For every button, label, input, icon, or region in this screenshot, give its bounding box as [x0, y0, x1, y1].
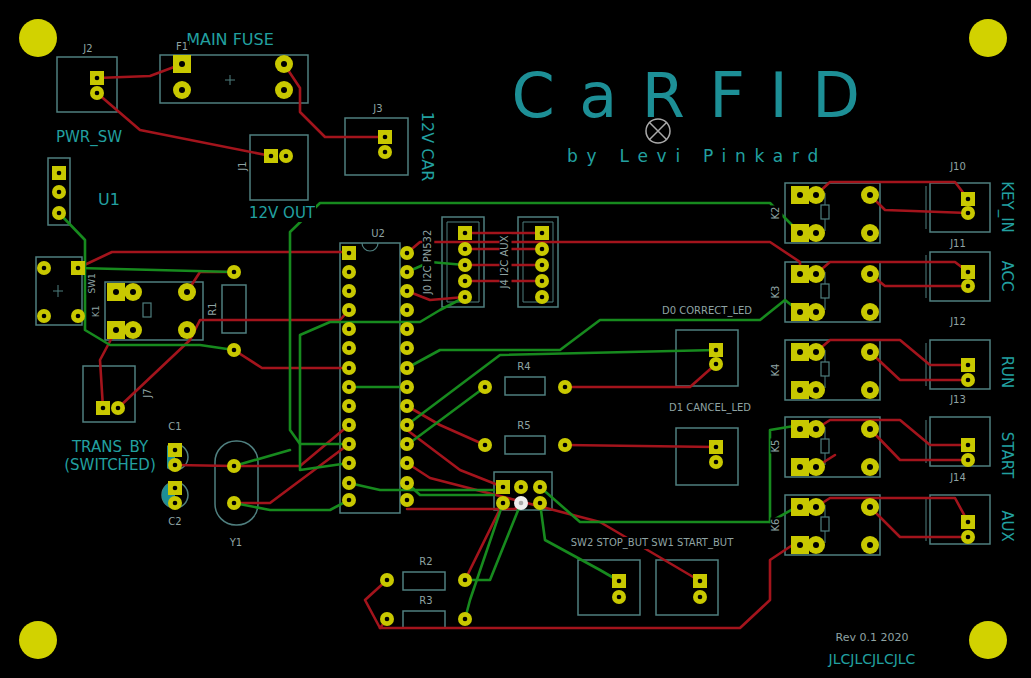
reference-designator: K6 [770, 518, 782, 533]
copper-trace-back [59, 203, 800, 619]
reference-designator: K3 [770, 285, 782, 300]
reference-designator: R5 [516, 420, 531, 432]
solder-pad [37, 55, 975, 626]
reference-designator: R4 [516, 361, 531, 373]
reference-designator: J7 [142, 387, 154, 398]
section-label: 12V CAR [418, 111, 437, 183]
section-label: 12V OUT [248, 204, 316, 222]
reference-designator: J3 [372, 103, 383, 115]
component-label: D1 CANCEL_LED [668, 402, 752, 414]
signal-name: KEY_IN [998, 180, 1016, 234]
reference-designator: C2 [167, 516, 182, 528]
reference-designator: F1 [175, 41, 189, 53]
component-label: D0 CORRECT_LED [661, 305, 753, 317]
mounting-hole [19, 19, 1007, 659]
reference-designator: R2 [418, 556, 433, 568]
reference-designator: K1 [92, 304, 103, 318]
reference-designator: J14 [949, 472, 967, 484]
revision-note: Rev 0.1 2020 [835, 631, 910, 644]
signal-name: START [998, 431, 1016, 479]
section-label: PWR_SW [55, 128, 123, 146]
reference-designator: R3 [418, 595, 433, 607]
signal-name: AUX [998, 509, 1016, 543]
signal-name: RUN [998, 355, 1016, 390]
section-label: TRANS_BY (SWITCHED) [53, 438, 167, 474]
signal-name: ACC [998, 260, 1016, 293]
author-credit: by Levi Pinkard [566, 146, 828, 166]
reference-designator: U1 [97, 190, 121, 209]
connector-outline [926, 183, 990, 544]
reference-designator: SW1 [87, 272, 98, 294]
reference-designator: J13 [949, 394, 967, 406]
fab-marking: JLCJLCJLCJLC [828, 651, 917, 668]
reference-designator: K4 [770, 363, 782, 378]
section-label: MAIN FUSE [185, 30, 275, 49]
reference-designator: C1 [167, 421, 182, 433]
reference-designator: R1 [207, 301, 219, 316]
reference-designator: K5 [770, 439, 782, 454]
reference-designator: K2 [770, 206, 782, 221]
reference-designator: J2 [82, 43, 93, 55]
reference-designator: J10 [949, 161, 967, 173]
reference-designator: U2 [370, 228, 386, 240]
connector-label: J0 I2C PN532 [422, 229, 434, 296]
reference-designator: J11 [949, 238, 967, 250]
component-label: SW2 STOP_BUT SW1 START_BUT [570, 537, 735, 549]
silkscreen-outline [36, 55, 738, 628]
reference-designator: Y1 [229, 537, 243, 549]
connector-label: J4 I2C AUX [499, 235, 511, 290]
reference-designator: J1 [237, 160, 249, 171]
reference-designator: J12 [949, 316, 967, 328]
board-title: CaRFID [511, 59, 886, 133]
